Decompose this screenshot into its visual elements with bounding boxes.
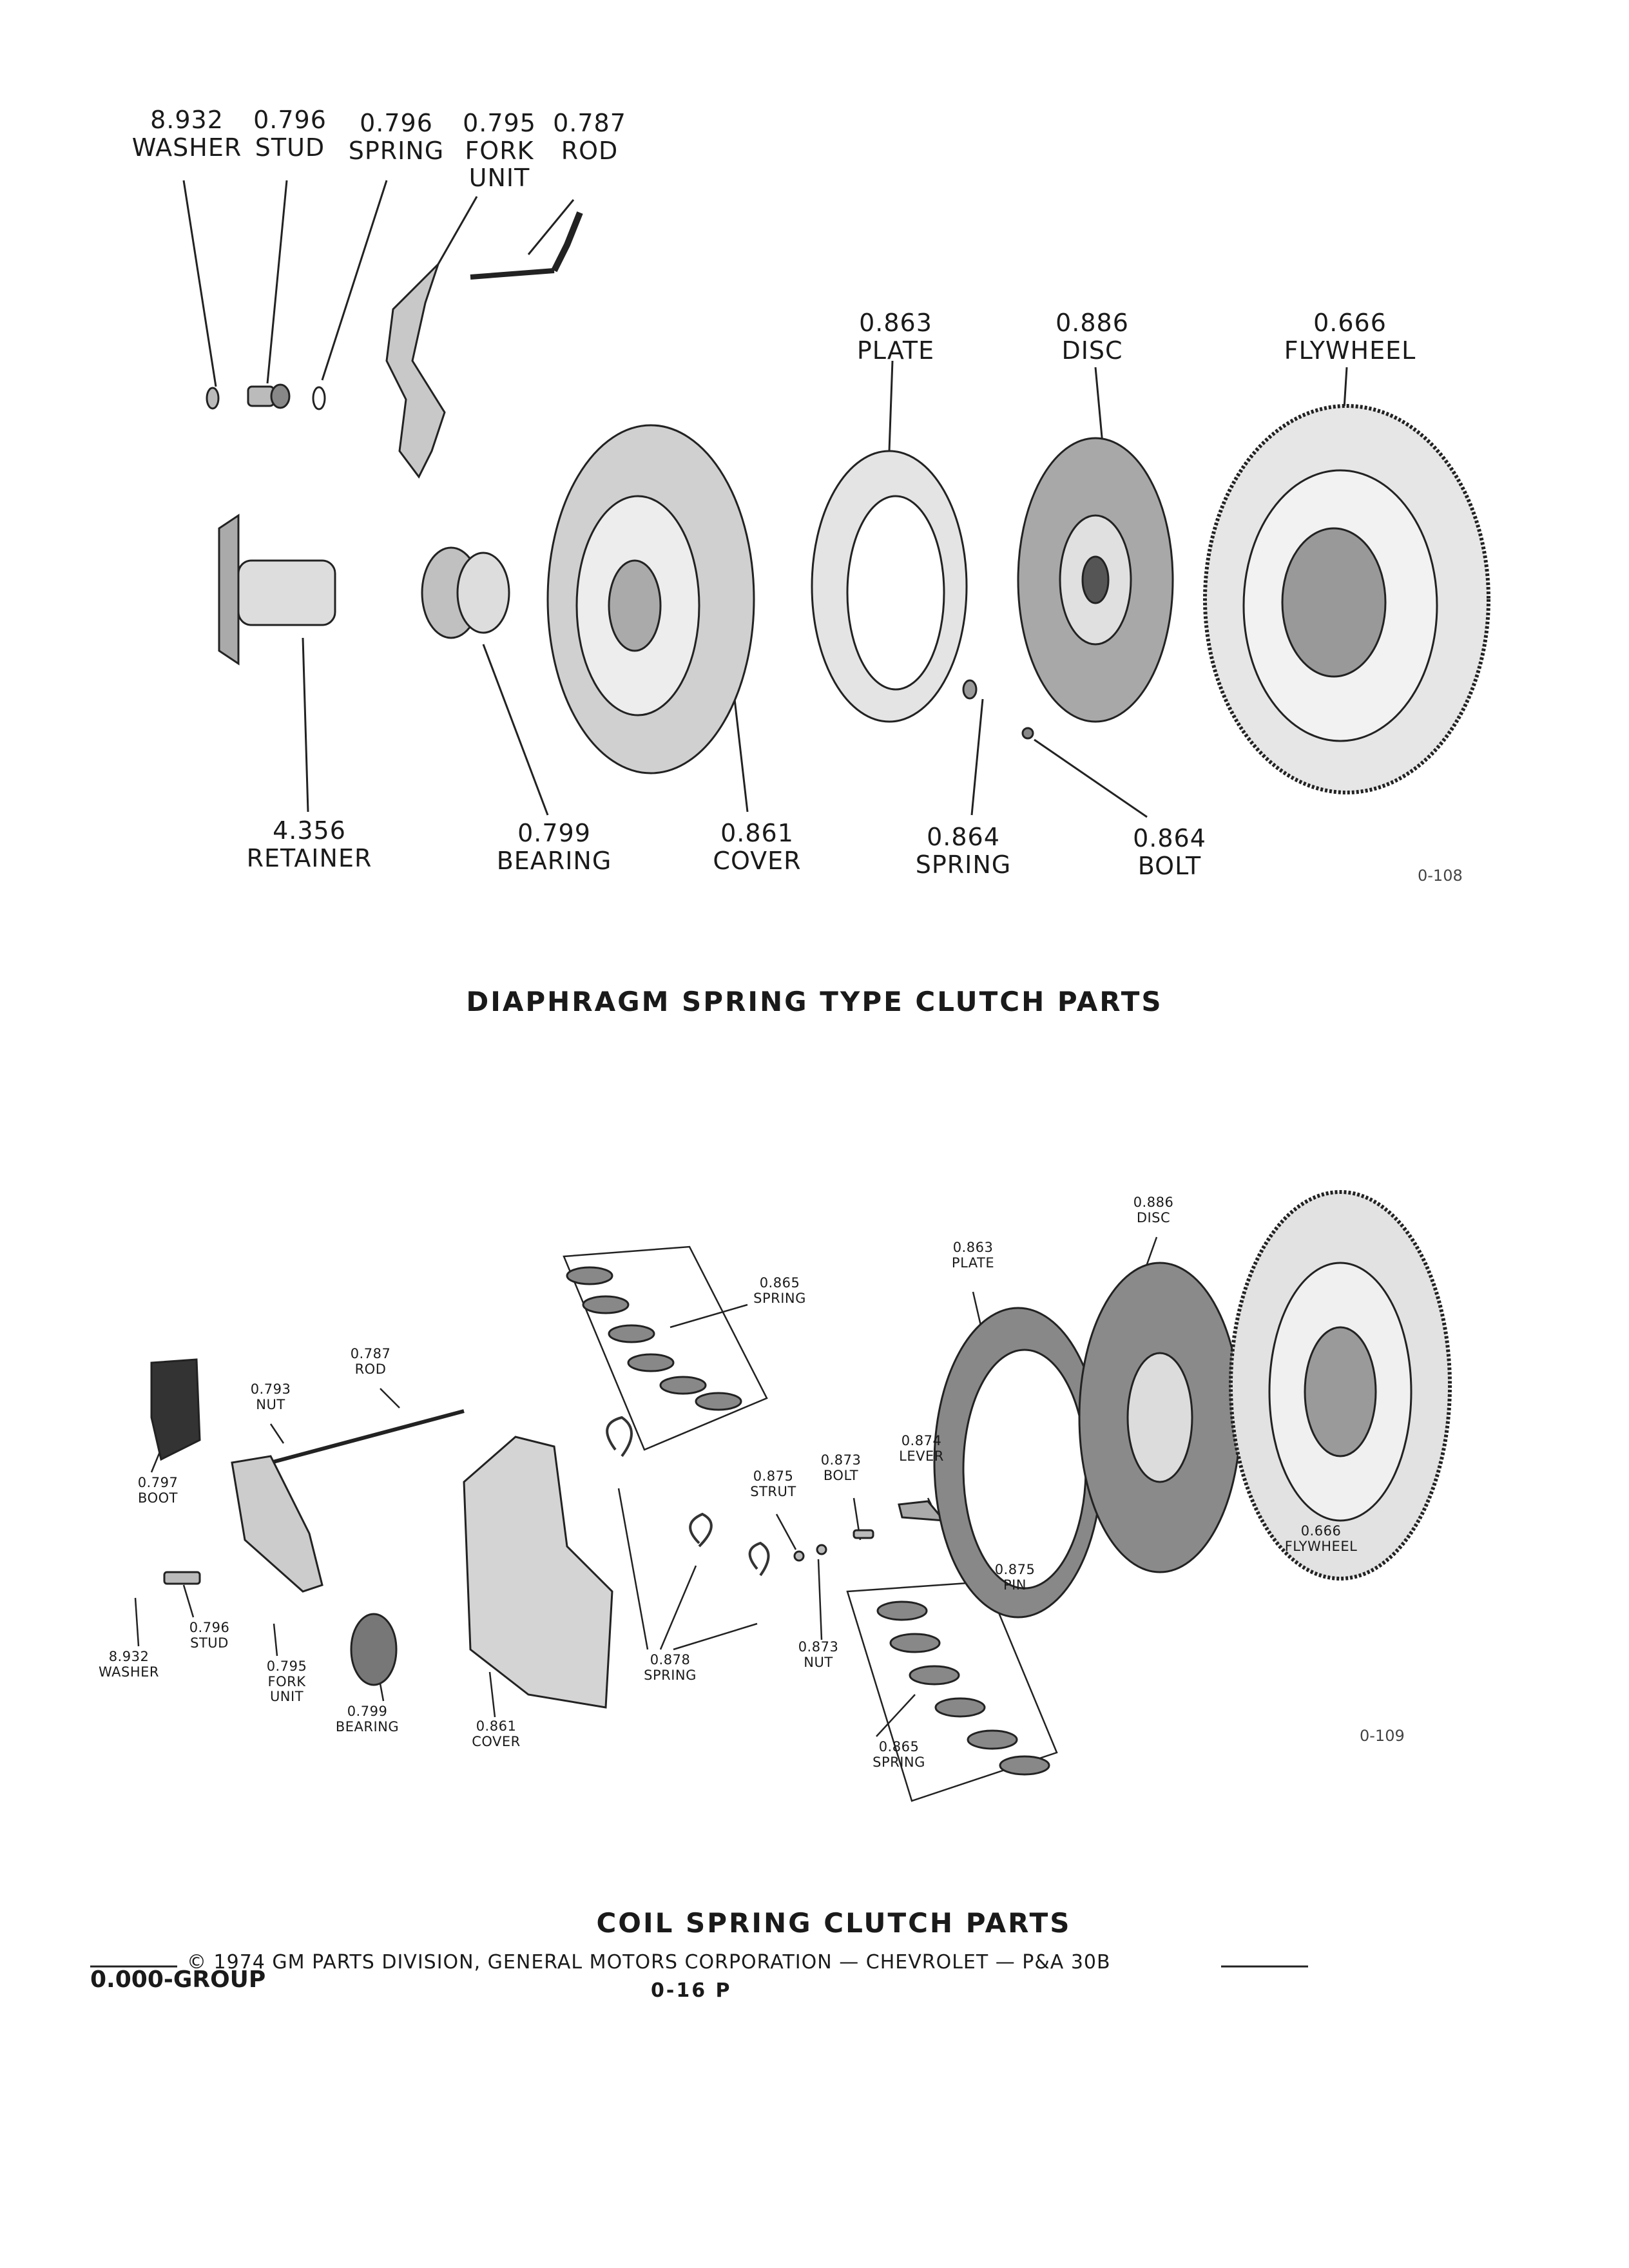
copyright-line: © 1974 GM PARTS DIVISION, GENERAL MOTORS… [187, 1951, 1111, 1974]
figure-caption: DIAPHRAGM SPRING TYPE CLUTCH PARTS [466, 986, 1163, 1017]
figure-id: 0-108 [1418, 867, 1463, 885]
figure-id: 0-109 [1360, 1727, 1405, 1745]
group-label: 0.000-GROUP [90, 1966, 266, 1993]
page-number: 0-16 P [651, 1979, 732, 2002]
figure-caption: COIL SPRING CLUTCH PARTS [596, 1907, 1072, 1939]
